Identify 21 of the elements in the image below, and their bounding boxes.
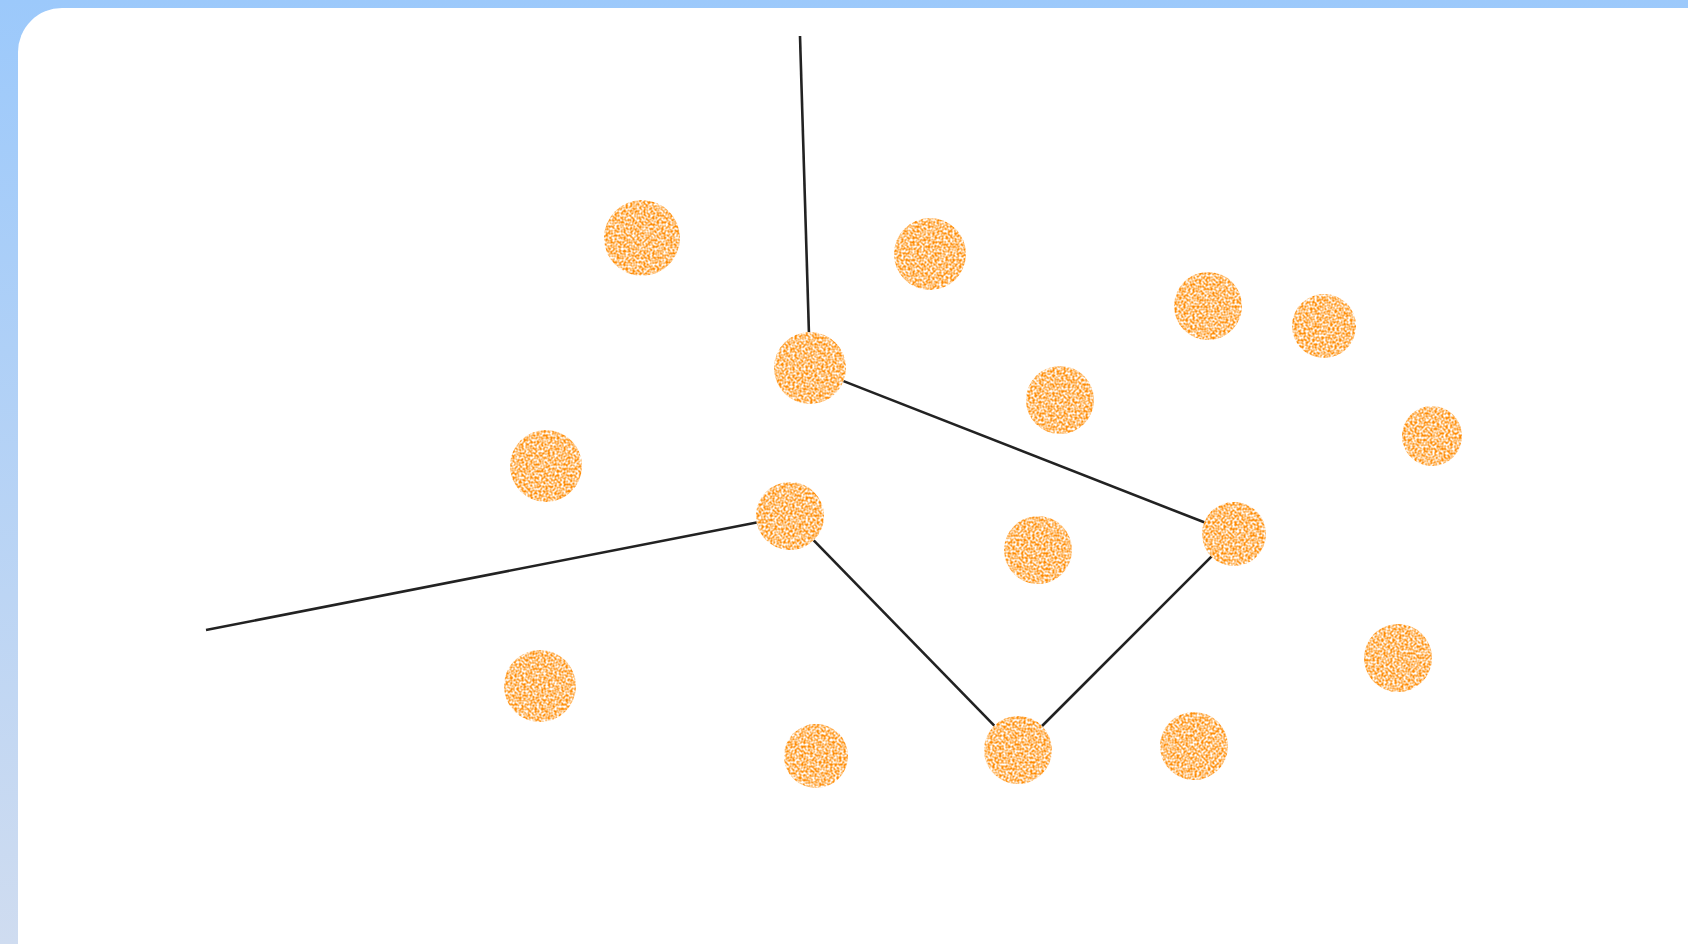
- dot: [1174, 272, 1242, 340]
- dot: [984, 716, 1052, 784]
- dot: [784, 724, 848, 788]
- dot: [510, 430, 582, 502]
- dot: [1402, 406, 1462, 466]
- dot: [1364, 624, 1432, 692]
- dot: [1160, 712, 1228, 780]
- path-line: [1041, 555, 1213, 727]
- dot: [1026, 366, 1094, 434]
- dot: [756, 482, 824, 550]
- path-line: [843, 379, 1205, 524]
- dot: [504, 650, 576, 722]
- dot: [604, 200, 680, 276]
- dot: [1004, 516, 1072, 584]
- path-line: [798, 35, 811, 333]
- dot: [894, 218, 966, 290]
- path-line: [812, 539, 996, 727]
- dot: [1202, 502, 1266, 566]
- dot: [1292, 294, 1356, 358]
- path-line: [205, 521, 757, 632]
- dot: [774, 332, 846, 404]
